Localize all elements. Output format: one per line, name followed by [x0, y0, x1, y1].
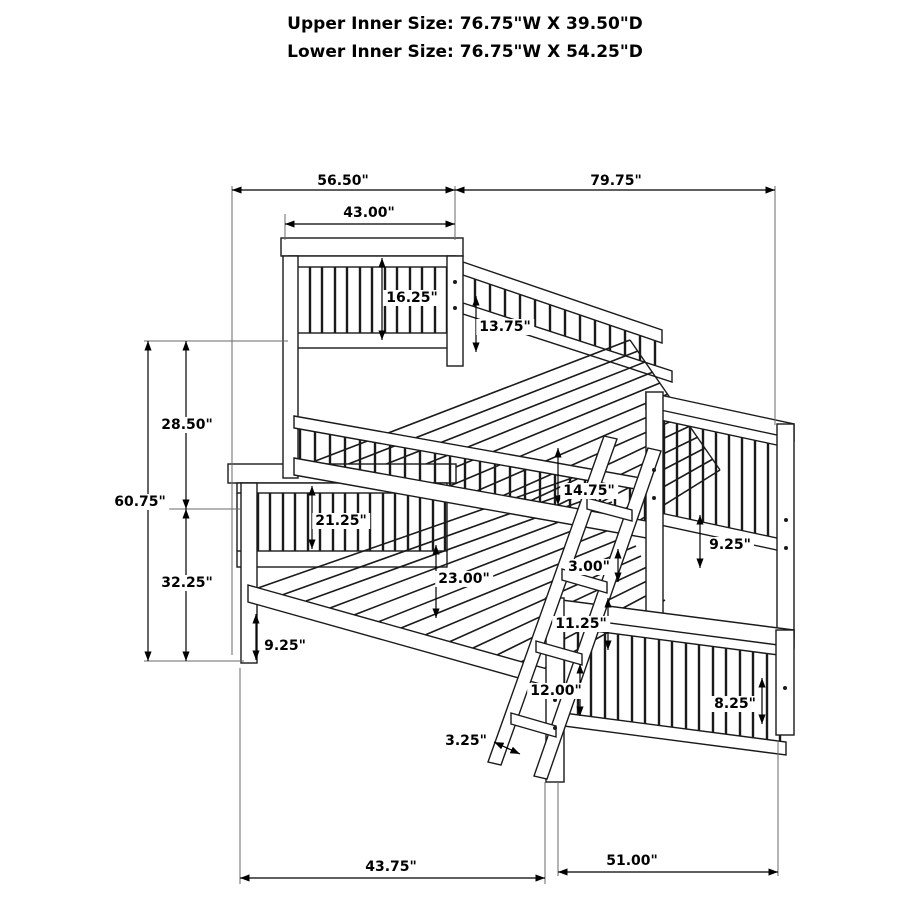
dim-label-rung-spacing-lower: 12.00" [527, 683, 585, 699]
hardware-dots [453, 280, 788, 730]
dim-label-lower-bed-length: 43.75" [362, 859, 420, 875]
upper-front-guardrail [293, 415, 653, 540]
dim-label-upper-guardrail: 14.75" [560, 483, 618, 499]
diagram-title: Upper Inner Size: 76.75"W X 39.50"D Lowe… [287, 10, 643, 66]
dim-label-overall-height: 60.75" [111, 494, 169, 510]
dim-label-upper-back-rail: 13.75" [476, 319, 534, 335]
dim-label-upper-footboard-panel: 9.25" [706, 537, 754, 553]
dim-label-upper-section-height: 28.50" [158, 417, 216, 433]
dim-label-lower-rail-height: 9.25" [261, 638, 309, 654]
dim-label-lower-headboard-panel: 21.25" [312, 513, 370, 529]
dim-label-ladder-base: 3.25" [442, 733, 490, 749]
title-lower-inner-size: Lower Inner Size: 76.75"W X 54.25"D [287, 42, 643, 62]
upper-footboard [645, 391, 795, 639]
dim-label-ladder-offset: 3.00" [565, 559, 613, 575]
dim-label-lower-footboard-panel: 8.25" [711, 696, 759, 712]
dim-label-lower-section-height: 32.25" [158, 575, 216, 591]
dim-label-overall-length: 79.75" [587, 173, 645, 189]
lower-front-rail [247, 584, 559, 690]
dim-label-rung-spacing-upper: 11.25" [552, 616, 610, 632]
dim-label-lower-footboard-width: 51.00" [603, 853, 661, 869]
dim-label-upper-overall-width: 56.50" [314, 173, 372, 189]
dim-label-upper-headboard-width: 43.00" [340, 205, 398, 221]
dim-label-upper-headboard-panel: 16.25" [383, 290, 441, 306]
dim-label-bunk-clearance: 23.00" [435, 571, 493, 587]
title-upper-inner-size: Upper Inner Size: 76.75"W X 39.50"D [287, 14, 643, 34]
